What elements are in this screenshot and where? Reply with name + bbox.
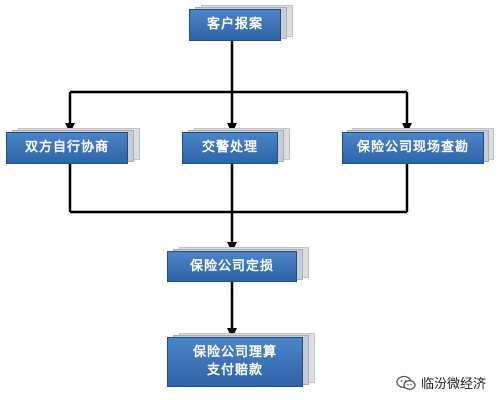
watermark-text: 临汾微经济: [420, 377, 486, 392]
node-report: 客户报案: [189, 5, 293, 41]
node-police: 交警处理: [182, 128, 290, 164]
node-survey: 保险公司现场查勘: [342, 128, 494, 164]
node-survey-label: 保险公司现场查勘: [356, 140, 469, 156]
node-claim-line-2: 支付赔款: [206, 363, 263, 378]
node-negotiate: 双方自行协商: [6, 128, 140, 164]
node-claim-line-1: 保险公司理算: [192, 345, 277, 361]
node-report-label: 客户报案: [206, 17, 263, 33]
watermark: 临汾微经济: [396, 373, 486, 392]
node-assess-label: 保险公司定损: [189, 258, 274, 274]
wechat-icon: [396, 375, 416, 390]
node-assess: 保险公司定损: [167, 247, 309, 282]
node-negotiate-label: 双方自行协商: [24, 140, 109, 156]
node-claim: 保险公司理算 支付赔款: [167, 333, 315, 387]
node-police-label: 交警处理: [201, 140, 258, 156]
